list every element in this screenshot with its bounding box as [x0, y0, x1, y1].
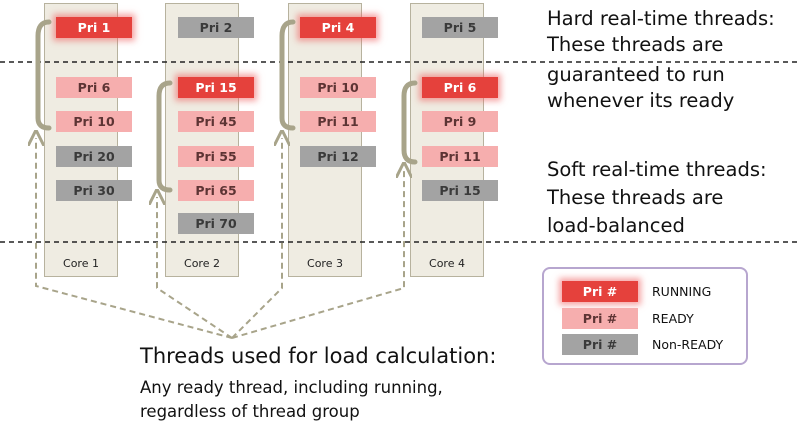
legend-swatch-nonready: Pri # — [562, 334, 638, 355]
group-bracket-core-3 — [279, 19, 296, 131]
load-calculation-line-1: Any ready thread, including running, — [140, 378, 443, 397]
thread-block: Pri 20 — [56, 146, 132, 167]
load-arrow-core-4 — [231, 170, 404, 339]
soft-realtime-line-3: load-balanced — [547, 214, 685, 237]
thread-block: Pri 10 — [300, 77, 376, 98]
thread-block: Pri 15 — [422, 180, 498, 201]
load-calculation-line-2: regardless of thread group — [140, 402, 360, 421]
thread-block: Pri 65 — [178, 180, 254, 201]
thread-block: Pri 6 — [56, 77, 132, 98]
legend-swatch-running: Pri # — [562, 281, 638, 302]
core-label: Core 4 — [429, 257, 465, 270]
thread-block: Pri 12 — [300, 146, 376, 167]
core-column-1: Core 1 — [44, 3, 118, 277]
thread-block: Pri 6 — [422, 77, 498, 98]
thread-block: Pri 30 — [56, 180, 132, 201]
thread-block: Pri 11 — [422, 146, 498, 167]
core-column-4: Core 4 — [410, 3, 484, 277]
load-arrow-core-3 — [231, 138, 282, 339]
thread-block: Pri 2 — [178, 17, 254, 38]
legend-label-running: RUNNING — [652, 284, 712, 299]
legend-box: Pri # RUNNING Pri # READY Pri # Non-READ… — [542, 267, 748, 365]
group-bracket-core-1 — [35, 19, 52, 131]
hard-realtime-line-4: whenever its ready — [547, 89, 735, 112]
thread-block: Pri 55 — [178, 146, 254, 167]
load-arrow-core-2 — [157, 197, 233, 339]
group-bracket-core-4 — [401, 80, 418, 165]
thread-block: Pri 70 — [178, 213, 254, 234]
thread-block: Pri 15 — [178, 77, 254, 98]
group-bracket-core-2 — [156, 80, 173, 193]
thread-block: Pri 4 — [300, 17, 376, 38]
core-label: Core 2 — [184, 257, 220, 270]
thread-block: Pri 11 — [300, 111, 376, 132]
thread-block: Pri 10 — [56, 111, 132, 132]
core-label: Core 3 — [307, 257, 343, 270]
soft-realtime-line-2: These threads are — [547, 186, 724, 209]
thread-block: Pri 5 — [422, 17, 498, 38]
core-column-3: Core 3 — [288, 3, 362, 277]
core-label: Core 1 — [63, 257, 99, 270]
legend-label-nonready: Non-READY — [652, 337, 724, 352]
thread-block: Pri 45 — [178, 111, 254, 132]
load-arrow-core-1 — [36, 138, 233, 339]
legend-swatch-ready: Pri # — [562, 308, 638, 329]
legend-label-ready: READY — [652, 311, 694, 326]
thread-block: Pri 9 — [422, 111, 498, 132]
thread-block: Pri 1 — [56, 17, 132, 38]
hard-realtime-line-2: These threads are — [547, 33, 724, 56]
hard-realtime-line-3: guaranteed to run — [547, 63, 725, 86]
load-calculation-title: Threads used for load calculation: — [140, 344, 497, 368]
hard-realtime-line-1: Hard real-time threads: — [547, 7, 775, 30]
soft-realtime-line-1: Soft real-time threads: — [547, 158, 767, 181]
